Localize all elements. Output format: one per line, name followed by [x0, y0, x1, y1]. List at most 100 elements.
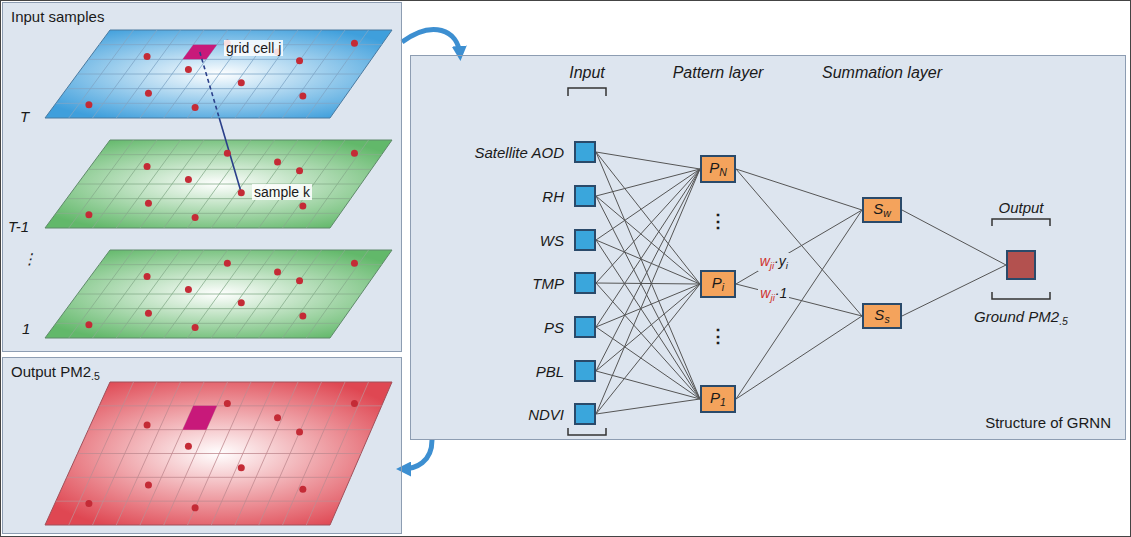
station-dot — [351, 260, 358, 267]
station-dot — [224, 260, 231, 267]
bracket — [992, 219, 1050, 226]
input-label: RH — [542, 188, 564, 205]
station-dot — [274, 414, 281, 421]
bracket — [568, 428, 606, 435]
grid-line — [99, 154, 382, 155]
network-link — [596, 169, 700, 371]
neuron-box: Sw — [862, 197, 902, 223]
input-label: NDVI — [528, 406, 564, 423]
panel-title: Input samples — [11, 8, 104, 25]
grid-line — [99, 264, 382, 265]
input-node: NDVI — [574, 403, 596, 425]
station-dot — [185, 176, 192, 183]
ellipsis: ⋮ — [709, 210, 727, 232]
input-node: RH — [574, 185, 596, 207]
callout-label: grid cell j — [224, 40, 283, 56]
neuron-box: P1 — [700, 385, 736, 413]
network-link — [596, 327, 700, 399]
station-dot — [85, 101, 92, 108]
input-label: Satellite AOD — [475, 144, 564, 161]
ellipsis: ⋮ — [709, 325, 727, 347]
station-dot — [185, 286, 192, 293]
station-dot — [192, 324, 199, 331]
neuron-box: Ss — [862, 303, 902, 329]
neuron-box: PN — [700, 155, 736, 183]
grid-lines — [56, 30, 382, 525]
layer-label: ⋮ — [22, 250, 37, 268]
grid-line — [88, 429, 371, 430]
network-link — [736, 316, 862, 399]
input-node: TMP — [574, 272, 596, 294]
grid-line — [78, 294, 362, 295]
layer-label: T-1 — [8, 218, 29, 235]
station-dot — [224, 150, 231, 157]
output-label: Ground PM2.5 — [974, 308, 1068, 327]
grid-marks — [183, 45, 242, 430]
grid-line — [78, 184, 362, 185]
network-link — [736, 284, 862, 316]
neuron-label: P1 — [710, 389, 726, 408]
station-dot — [144, 273, 151, 280]
grid-plane — [45, 30, 392, 118]
panel: Structure of GRNN Satellite AOD RH WS TMP PS P… — [410, 55, 1126, 440]
panel-ground — [2, 2, 402, 352]
network-link — [596, 240, 700, 399]
station-dot — [296, 277, 303, 284]
neuron-label: PN — [709, 159, 727, 178]
input-label: PS — [544, 319, 564, 336]
station-dot — [296, 57, 303, 64]
station-dot — [145, 90, 152, 97]
station-dot — [192, 504, 199, 511]
grid-plane — [45, 250, 392, 338]
station-dot — [85, 321, 92, 328]
grid-line — [99, 405, 382, 406]
panel-ground — [2, 357, 402, 534]
station-dot — [299, 93, 306, 100]
station-dot — [145, 481, 152, 488]
input-node: PS — [574, 316, 596, 338]
network-link — [736, 210, 862, 399]
network-link — [736, 169, 862, 210]
layer-heading: Summation layer — [822, 64, 942, 82]
panel-ground — [410, 55, 1126, 440]
layer-heading: Pattern layer — [673, 64, 764, 82]
station-dot — [238, 299, 245, 306]
layer-heading: Input — [569, 64, 605, 82]
neuron-box: Pi — [700, 270, 736, 298]
network-link — [596, 399, 700, 414]
station-dot — [238, 464, 245, 471]
input-node: Satellite AOD — [574, 141, 596, 163]
panel-title: Structure of GRNN — [985, 414, 1111, 431]
station-dot — [299, 203, 306, 210]
network-link — [596, 169, 700, 283]
station-dot — [274, 269, 281, 276]
station-dot — [144, 163, 151, 170]
network-link — [902, 210, 1006, 265]
neuron-label: Ss — [874, 306, 889, 325]
output-node: OutputGround PM2.5 — [1006, 250, 1036, 280]
grid-line — [88, 59, 371, 60]
grid-line — [88, 279, 371, 280]
neuron-label: Pi — [712, 274, 724, 293]
station-dot — [299, 486, 306, 493]
network-link — [596, 283, 700, 284]
grid-line — [78, 74, 362, 75]
input-label: TMP — [532, 275, 564, 292]
bracket — [568, 88, 606, 96]
station-dots — [85, 40, 358, 512]
station-dot — [144, 421, 151, 428]
network-link — [596, 240, 700, 284]
grid-cell — [183, 406, 217, 430]
layer-label: T — [20, 108, 29, 125]
neuron-label: Sw — [873, 200, 891, 219]
grid-plane — [45, 140, 392, 228]
input-node: WS — [574, 229, 596, 251]
station-dot — [238, 189, 245, 196]
grid-line — [78, 453, 362, 454]
station-dot — [185, 66, 192, 73]
network-link — [596, 152, 700, 399]
layer-label: 1 — [22, 320, 30, 337]
